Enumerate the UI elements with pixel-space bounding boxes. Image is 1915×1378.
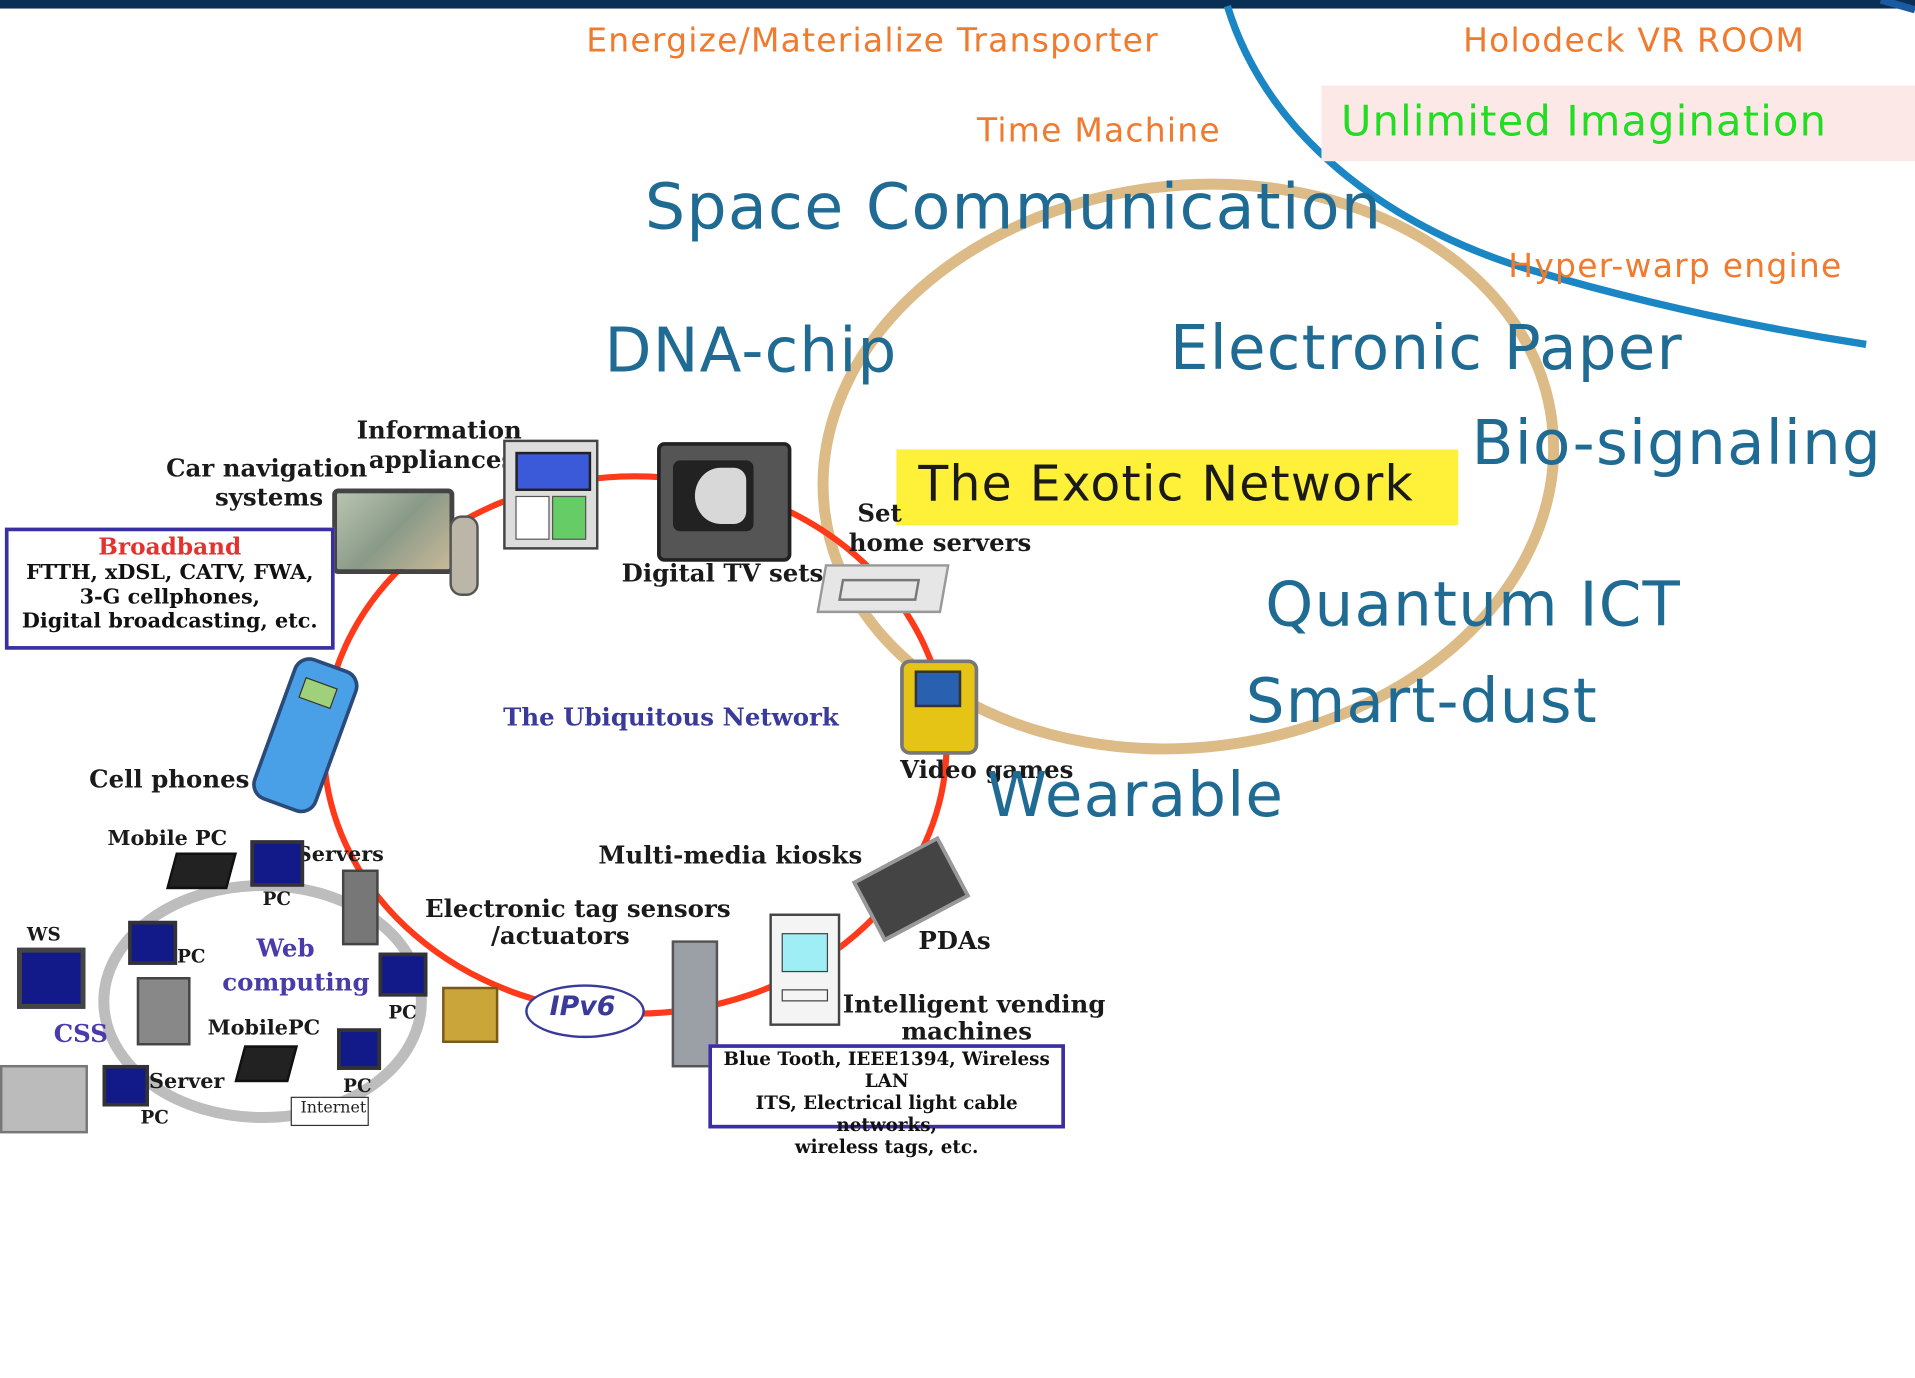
broadband-box: Broadband FTTH, xDSL, CATV, FWA, 3-G cel… — [4, 527, 335, 650]
label-mobilepc2: MobilePC — [207, 1016, 321, 1041]
server-tower-icon-1 — [341, 869, 379, 946]
information-appliance-icon — [503, 439, 599, 550]
broadband-line2: 3-G cellphones, — [79, 585, 260, 610]
label-pc1: PC — [262, 887, 291, 910]
label-web: Web — [256, 933, 315, 963]
server-tower-icon-2 — [136, 977, 191, 1046]
concept-transporter: Energize/Materialize Transporter — [586, 21, 1159, 60]
tag-sensor-icon — [442, 986, 499, 1043]
label-machines: machines — [901, 1016, 1032, 1046]
item-space-communication: Space Communication — [644, 170, 1383, 245]
label-pc2: PC — [177, 945, 206, 968]
wireless-line2: ITS, Electrical light cable networks, — [755, 1091, 1018, 1136]
exotic-ellipse — [817, 178, 1560, 755]
broadband-title: Broadband — [98, 533, 242, 561]
vending-machine-icon — [769, 913, 841, 1026]
item-bio-signaling: Bio-signaling — [1471, 407, 1883, 479]
label-appliances: appliances — [368, 444, 516, 474]
label-ws: WS — [26, 923, 61, 946]
ws-monitor-icon — [17, 947, 86, 1009]
item-smart-dust: Smart-dust — [1245, 665, 1598, 737]
label-digital-tv: Digital TV sets — [621, 558, 824, 588]
wireless-tech-box: Blue Tooth, IEEE1394, Wireless LAN ITS, … — [708, 1044, 1065, 1158]
monitor-icon-1 — [250, 840, 305, 887]
mobile-pc-icon — [166, 852, 237, 890]
mobile-pc-icon-2 — [234, 1045, 299, 1083]
label-cell-phones: Cell phones — [89, 764, 250, 794]
monitor-icon-4 — [337, 1028, 382, 1070]
exotic-network-label: The Exotic Network — [918, 456, 1415, 513]
label-systems: systems — [214, 482, 324, 512]
item-dna-chip: DNA-chip — [604, 315, 898, 386]
desktop-pc-icon — [0, 1064, 88, 1134]
monitor-icon-2 — [128, 920, 178, 965]
concept-unlimited-imagination: Unlimited Imagination — [1340, 97, 1828, 147]
ubiquitous-network-label: The Ubiquitous Network — [503, 702, 839, 732]
wireless-line3: wireless tags, etc. — [794, 1135, 979, 1158]
concept-holodeck: Holodeck VR ROOM — [1463, 21, 1806, 60]
remote-control-icon — [449, 515, 479, 596]
broadband-line3: Digital broadcasting, etc. — [21, 609, 318, 634]
label-information: Information — [356, 415, 522, 445]
item-electronic-paper: Electronic Paper — [1170, 312, 1683, 384]
label-internet: Internet — [300, 1099, 367, 1118]
set-top-box-icon — [816, 564, 950, 614]
label-servers: Servers — [296, 842, 384, 868]
label-car-navigation: Car navigation — [166, 453, 368, 483]
label-pc3: PC — [388, 1001, 417, 1024]
concept-hyper-warp: Hyper-warp engine — [1508, 247, 1843, 286]
top-banner-bar — [0, 0, 1915, 9]
car-navigation-device-icon — [332, 488, 455, 575]
label-home-servers: home servers — [848, 527, 1032, 557]
broadband-line1: FTTH, xDSL, CATV, FWA, — [26, 560, 314, 586]
label-intelligent-vending: Intelligent vending — [842, 989, 1106, 1019]
monitor-icon-5 — [102, 1064, 149, 1107]
label-actuators: /actuators — [490, 920, 630, 951]
concept-time-machine: Time Machine — [977, 112, 1221, 151]
label-server: Server — [148, 1069, 225, 1095]
monitor-icon-3 — [378, 952, 428, 997]
ipv6-ellipse — [525, 984, 645, 1039]
blue-arc — [1223, 5, 1867, 349]
video-game-icon — [900, 659, 979, 755]
wireless-line1: Blue Tooth, IEEE1394, Wireless LAN — [723, 1047, 1050, 1092]
label-css: CSS — [53, 1018, 108, 1048]
label-multimedia-kiosks: Multi-media kiosks — [598, 840, 863, 870]
unlimited-highlight — [1321, 85, 1915, 162]
internet-label-box — [290, 1096, 369, 1127]
item-wearable: Wearable — [986, 759, 1285, 831]
label-computing: computing — [222, 967, 370, 997]
label-pc5: PC — [343, 1074, 372, 1097]
digital-tv-icon — [657, 442, 792, 562]
item-quantum-ict: Quantum ICT — [1265, 569, 1682, 640]
label-pdas: PDAs — [918, 925, 991, 956]
label-pc4: PC — [140, 1106, 169, 1129]
label-mobile-pc: Mobile PC — [107, 826, 228, 852]
label-video-games: Video games — [900, 754, 1074, 785]
label-ipv6: IPv6 — [549, 991, 616, 1023]
blue-arc-right — [1879, 0, 1915, 14]
label-tag-sensors: Electronic tag sensors — [425, 893, 731, 924]
label-set: Set — [857, 498, 902, 528]
exotic-network-highlight — [896, 449, 1459, 526]
